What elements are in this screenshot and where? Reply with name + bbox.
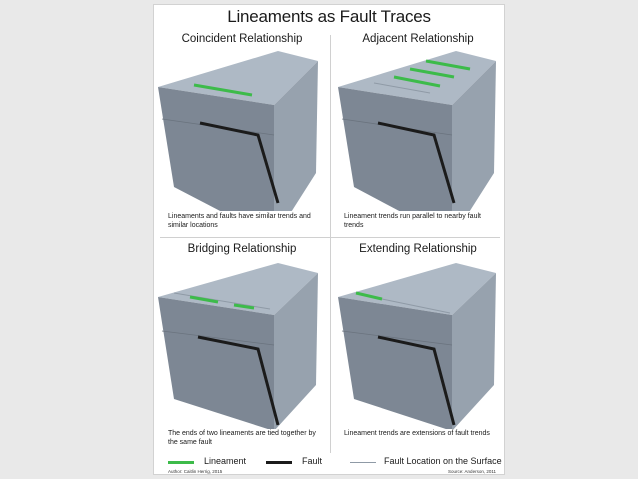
block-side-face <box>452 61 496 211</box>
block-top-face <box>158 51 318 105</box>
lineament-mark <box>233 303 255 310</box>
lineament-mark <box>189 295 219 304</box>
legend-fault-swatch <box>266 461 292 464</box>
lineament-mark <box>193 83 253 97</box>
horizontal-divider <box>160 237 500 238</box>
lineament-mark <box>409 67 455 79</box>
block-step-line <box>161 330 275 346</box>
legend-fault-surface-label: Fault Location on the Surface <box>384 456 502 466</box>
panel-title: Coincident Relationship <box>181 33 303 45</box>
panel-extending: Extending Relationship Lineament trends … <box>330 239 506 444</box>
block-front-face <box>158 87 274 211</box>
panel-caption: The ends of two lineaments are tied toge… <box>168 430 316 446</box>
block-front-face <box>158 297 274 429</box>
author-credit: Author: Caitlin Herrig, 2015 <box>168 469 223 474</box>
block-step-line <box>341 330 453 346</box>
legend: Lineament Fault Fault Location on the Su… <box>154 455 504 469</box>
panel-caption: Lineaments and faults have similar trend… <box>168 213 311 229</box>
fault-block <box>338 263 496 429</box>
panel-title: Bridging Relationship <box>187 243 297 255</box>
lineament-mark <box>393 75 441 88</box>
fault-block <box>158 51 318 211</box>
fault-block <box>158 263 318 429</box>
diagram-title: Lineaments as Fault Traces <box>227 7 431 26</box>
legend-lineament-label: Lineament <box>204 456 247 466</box>
fault-surface-mark <box>381 298 451 314</box>
panel-bridging: Bridging Relationship The ends of two li… <box>154 239 330 446</box>
fault-mark <box>377 335 456 426</box>
fault-mark <box>197 335 280 426</box>
block-front-face <box>338 297 452 429</box>
panel-caption: Lineament trends are extensions of fault… <box>344 430 490 437</box>
block-side-face <box>274 61 318 211</box>
legend-lineament-swatch <box>168 461 194 464</box>
lineament-mark <box>355 291 383 301</box>
block-top-face <box>338 263 496 315</box>
diagram-slide: Lineaments as Fault Traces Coincident Re… <box>153 4 505 475</box>
fault-mark <box>199 121 280 204</box>
source-credit: Source: Anderson, 2011 <box>448 469 496 474</box>
fault-block <box>338 51 496 211</box>
fault-surface-mark <box>173 292 271 310</box>
legend-fault-surface-swatch <box>350 462 376 463</box>
block-top-face <box>158 263 318 315</box>
block-side-face <box>452 273 496 429</box>
fault-mark <box>377 121 456 204</box>
panel-title: Extending Relationship <box>359 243 477 255</box>
lineament-mark <box>425 59 471 71</box>
legend-fault-label: Fault <box>302 456 323 466</box>
panel-adjacent: Adjacent Relationship Lineament trends r… <box>330 31 506 236</box>
panel-coincident: Coincident Relationship Lineaments and f… <box>154 31 330 236</box>
block-top-face <box>338 51 496 105</box>
panel-title: Adjacent Relationship <box>362 33 474 45</box>
block-front-face <box>338 87 452 211</box>
block-side-face <box>274 273 318 429</box>
vertical-divider <box>330 35 331 453</box>
fault-surface-mark <box>373 82 431 94</box>
panel-caption: Lineament trends run parallel to nearby … <box>344 213 481 229</box>
